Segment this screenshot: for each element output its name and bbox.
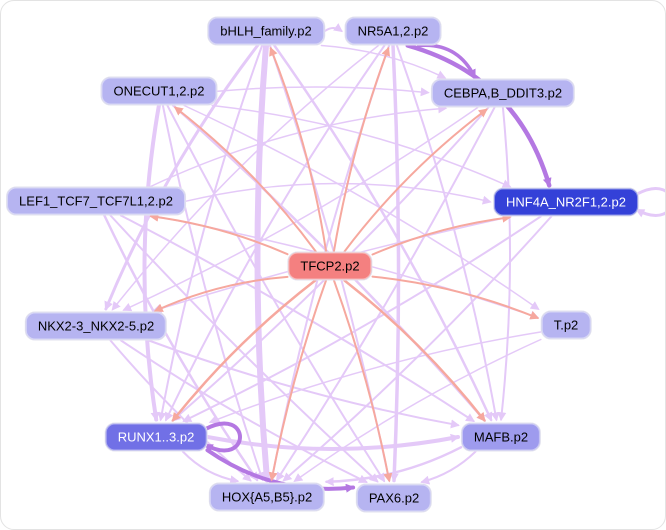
edge-cebpa-hox: [276, 106, 496, 482]
edge-mafb-hox: [324, 446, 463, 487]
node-nr5a1[interactable]: NR5A1,2.p2: [344, 16, 442, 46]
edge-tfcp2-t: [371, 275, 540, 320]
edge-onecut-runx: [142, 103, 161, 422]
edge-tfcp2-mafb: [343, 279, 486, 422]
node-label: T.p2: [553, 317, 579, 333]
edge-tfcp2-onecut: [173, 106, 317, 253]
edge-t-hox: [293, 338, 542, 483]
node-label: RUNX1..3.p2: [117, 429, 195, 445]
node-bhlh[interactable]: bHLH_family.p2: [207, 16, 325, 46]
edge-onecut-pax6: [166, 104, 386, 483]
node-label: NR5A1,2.p2: [357, 23, 429, 39]
node-t[interactable]: T.p2: [540, 310, 592, 340]
node-onecut[interactable]: ONECUT1,2.p2: [100, 76, 218, 106]
edge-tfcp2-pax6: [333, 279, 393, 483]
node-label: bHLH_family.p2: [220, 23, 312, 39]
edge-tfcp2-nr5a1: [332, 46, 391, 253]
edge-bhlh-nkx2: [104, 44, 260, 311]
node-hox[interactable]: HOX{A5,B5}.p2: [208, 482, 326, 512]
edge-t-runx: [208, 331, 542, 424]
node-label: HNF4A_NR2F1,2.p2: [506, 194, 626, 210]
edge-bhlh-runx: [157, 44, 264, 422]
edge-tfcp2-bhlh: [269, 46, 328, 253]
edge-tfcp2-hnf4a: [371, 213, 512, 256]
edge-runx-runx: [203, 421, 242, 453]
node-tfcp2[interactable]: TFCP2.p2: [287, 251, 373, 281]
node-label: PAX6.p2: [368, 490, 420, 506]
edge-bhlh-nr5a1: [324, 23, 343, 33]
node-label: NKX2-3_NKX2-5.p2: [37, 318, 155, 334]
edge-tfcp2-lef1: [149, 212, 289, 256]
edge-tfcp2-hox: [268, 279, 327, 482]
node-pax6[interactable]: PAX6.p2: [355, 483, 433, 513]
edge-lef1-mafb: [119, 214, 476, 422]
edge-tfcp2-cebpa: [343, 108, 488, 253]
node-lef1[interactable]: LEF1_TCF7_TCF7L1,2.p2: [6, 186, 186, 216]
node-mafb[interactable]: MAFB.p2: [460, 422, 542, 452]
node-label: LEF1_TCF7_TCF7L1,2.p2: [19, 193, 173, 209]
edge-hnf4a-hnf4a: [635, 187, 665, 218]
edge-cebpa-mafb: [497, 106, 512, 422]
node-hnf4a[interactable]: HNF4A_NR2F1,2.p2: [493, 187, 639, 217]
edge-onecut-hnf4a: [211, 104, 512, 188]
edge-onecut-t: [183, 104, 540, 311]
edge-bhlh-mafb: [273, 44, 493, 422]
edge-nr5a1-pax6: [389, 43, 401, 483]
edge-lef1-cebpa: [149, 104, 448, 188]
node-label: MAFB.p2: [473, 429, 529, 445]
edge-lef1-hnf4a: [185, 182, 492, 205]
edge-mafb-pax6: [420, 450, 477, 485]
edge-cebpa-nkx2: [122, 106, 479, 312]
node-cebpa[interactable]: CEBPA,B_DDIT3.p2: [430, 78, 576, 108]
edge-nr5a1-runx: [165, 44, 386, 422]
edge-runx-pax6: [205, 448, 356, 493]
node-runx[interactable]: RUNX1..3.p2: [104, 422, 208, 452]
node-label: CEBPA,B_DDIT3.p2: [443, 85, 563, 101]
edge-runx-hox: [181, 450, 240, 485]
edge-nkx2-pax6: [120, 339, 368, 483]
edge-tfcp2-nkx2: [153, 275, 289, 312]
edge-nr5a1-mafb: [395, 44, 500, 422]
edge-bhlh-hox: [254, 42, 271, 483]
node-label: HOX{A5,B5}.p2: [221, 489, 313, 505]
edge-tfcp2-runx: [171, 279, 317, 422]
edge-onecut-cebpa: [216, 86, 430, 97]
node-nkx2[interactable]: NKX2-3_NKX2-5.p2: [24, 311, 168, 341]
node-label: ONECUT1,2.p2: [113, 83, 205, 99]
edge-hnf4a-runx: [182, 215, 542, 422]
node-label: TFCP2.p2: [300, 258, 360, 274]
